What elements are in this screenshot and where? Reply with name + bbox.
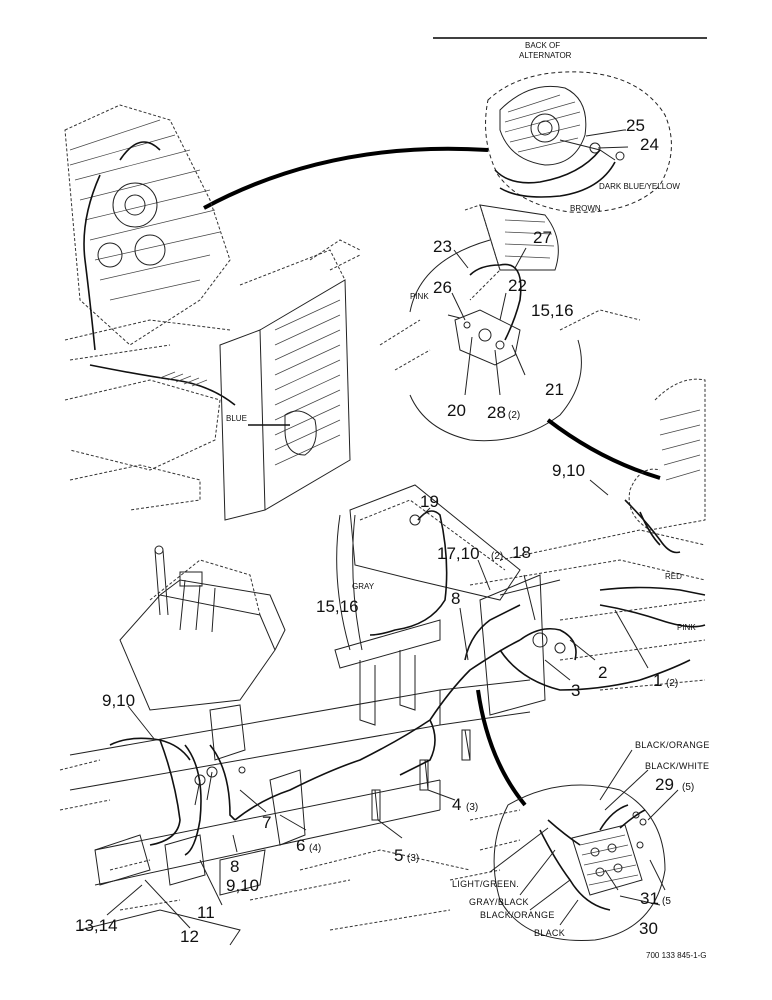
label-pink-right: PINK bbox=[677, 623, 696, 632]
starter-detail bbox=[379, 204, 641, 442]
callout-numbers: 25 24 23 27 26 22 15,16 21 20 28 (2) 9,1… bbox=[75, 116, 694, 946]
figure-number: 700 133 845-1-G bbox=[646, 951, 707, 960]
callout-8-low: 8 bbox=[230, 857, 239, 876]
circuit-breaker-detail bbox=[493, 784, 666, 941]
leader-curve-breaker bbox=[476, 689, 527, 807]
callout-26: 26 bbox=[433, 278, 452, 297]
callout-31-qty: (5 bbox=[662, 896, 671, 907]
callout-28-qty: (2) bbox=[508, 410, 520, 421]
frame-rails bbox=[59, 574, 561, 946]
radiator-illustration bbox=[219, 239, 361, 521]
callout-15-16-top: 15,16 bbox=[531, 301, 574, 320]
label-dark-blue-yellow: DARK BLUE/YELLOW bbox=[599, 182, 680, 191]
label-blue: BLUE bbox=[226, 414, 247, 423]
callout-29-qty: (5) bbox=[682, 782, 694, 793]
callout-13-14: 13,14 bbox=[75, 916, 118, 935]
callout-4-qty: (3) bbox=[466, 802, 478, 813]
wire-labels: BACK OF ALTERNATOR DARK BLUE/YELLOW BROW… bbox=[226, 41, 710, 938]
leader-curve-starter bbox=[546, 418, 661, 480]
callout-7: 7 bbox=[262, 813, 271, 832]
callout-5: 5 bbox=[394, 846, 403, 865]
label-back-of: BACK OF bbox=[525, 41, 560, 50]
callout-6: 6 bbox=[296, 836, 305, 855]
label-black-orange-top: BLACK/ORANGE bbox=[635, 740, 710, 750]
label-black: BLACK bbox=[534, 928, 565, 938]
callout-27: 27 bbox=[533, 228, 552, 247]
callout-5-qty: (3) bbox=[407, 853, 419, 864]
callout-6-qty: (4) bbox=[309, 843, 321, 854]
callout-30: 30 bbox=[639, 919, 658, 938]
callout-28: 28 bbox=[487, 403, 506, 422]
callout-18: 18 bbox=[512, 543, 531, 562]
callout-12: 12 bbox=[180, 927, 199, 946]
label-pink-top: PINK bbox=[410, 292, 429, 301]
callout-25: 25 bbox=[626, 116, 645, 135]
callout-21: 21 bbox=[545, 380, 564, 399]
callout-15-16-mid: 15,16 bbox=[316, 597, 359, 616]
callout-22: 22 bbox=[508, 276, 527, 295]
callout-29: 29 bbox=[655, 775, 674, 794]
callout-19: 19 bbox=[420, 492, 439, 511]
callout-17-10-qty: (2) bbox=[491, 551, 503, 562]
label-brown: BROWN bbox=[570, 204, 601, 213]
callout-2: 2 bbox=[598, 663, 607, 682]
callout-8-mid: 8 bbox=[451, 589, 460, 608]
main-harness bbox=[109, 604, 691, 856]
callout-17-10: 17,10 bbox=[437, 544, 480, 563]
engine-illustration bbox=[64, 104, 236, 511]
callout-23: 23 bbox=[433, 237, 452, 256]
label-black-orange-bottom: BLACK/ORANGE bbox=[480, 910, 555, 920]
label-black-white: BLACK/WHITE bbox=[645, 761, 709, 771]
callout-20: 20 bbox=[447, 401, 466, 420]
seat-console-illustration bbox=[119, 545, 286, 761]
callout-9-10-low: 9,10 bbox=[226, 876, 259, 895]
leader-lines bbox=[106, 129, 679, 929]
alternator-detail bbox=[485, 71, 672, 213]
callout-31: 31 bbox=[640, 889, 659, 908]
callout-24: 24 bbox=[640, 135, 659, 154]
leader-curve-alternator bbox=[203, 146, 489, 210]
callout-1-qty: (2) bbox=[666, 678, 678, 689]
callout-1: 1 bbox=[653, 671, 662, 690]
fuel-tank-illustration bbox=[336, 484, 521, 651]
callout-9-10-left: 9,10 bbox=[102, 691, 135, 710]
callout-3: 3 bbox=[571, 681, 580, 700]
label-red: RED bbox=[665, 572, 682, 581]
callout-4: 4 bbox=[452, 795, 461, 814]
label-light-green: LIGHT/GREEN. bbox=[452, 879, 519, 889]
callout-11: 11 bbox=[197, 903, 215, 922]
label-gray: GRAY bbox=[352, 582, 375, 591]
label-alternator: ALTERNATOR bbox=[519, 51, 572, 60]
callout-9-10-right: 9,10 bbox=[552, 461, 585, 480]
transmission-illustration bbox=[469, 378, 706, 691]
label-gray-black: GRAY/BLACK bbox=[469, 897, 529, 907]
